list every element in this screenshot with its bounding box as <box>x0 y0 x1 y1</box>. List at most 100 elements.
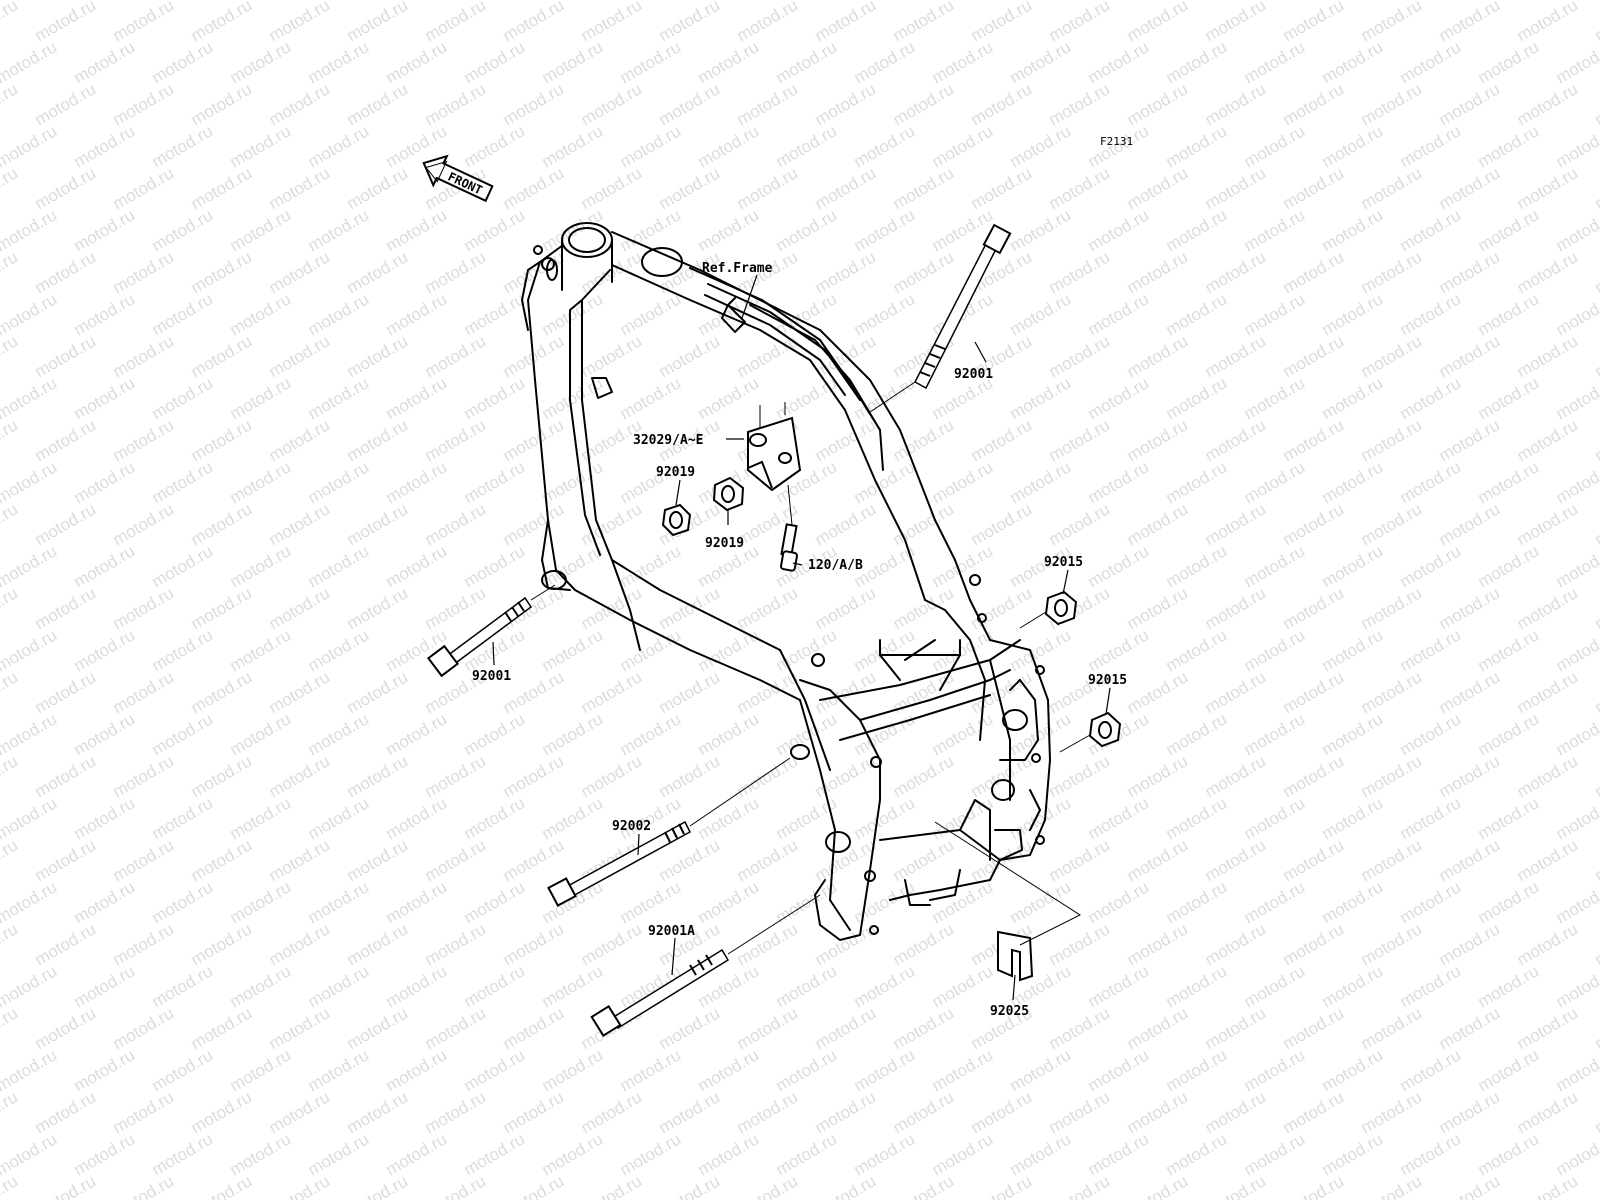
watermark-text: motod.ru <box>812 163 880 213</box>
watermark-text: motod.ru <box>266 499 334 549</box>
watermark-text: motod.ru <box>1358 79 1426 129</box>
watermark-text: motod.ru <box>461 1045 529 1095</box>
watermark-text: motod.ru <box>1241 37 1309 87</box>
watermark-text: motod.ru <box>32 0 100 45</box>
watermark-text: motod.ru <box>422 79 490 129</box>
watermark-text: motod.ru <box>305 709 373 759</box>
watermark-text: motod.ru <box>461 793 529 843</box>
watermark-text: motod.ru <box>578 0 646 45</box>
watermark-text: motod.ru <box>71 709 139 759</box>
watermark-text: motod.ru <box>968 1087 1036 1137</box>
watermark-text: motod.ru <box>188 163 256 213</box>
watermark-text: motod.ru <box>383 457 451 507</box>
watermark-text: motod.ru <box>71 877 139 927</box>
watermark-text: motod.ru <box>1436 79 1504 129</box>
watermark-text: motod.ru <box>32 1087 100 1137</box>
watermark-text: motod.ru <box>617 1129 685 1179</box>
watermark-text: motod.ru <box>1358 1087 1426 1137</box>
watermark-text: motod.ru <box>1553 1129 1600 1179</box>
watermark-text: motod.ru <box>500 1171 568 1200</box>
watermark-text: motod.ru <box>617 121 685 171</box>
watermark-text: motod.ru <box>344 919 412 969</box>
watermark-text: motod.ru <box>1046 499 1114 549</box>
watermark-text: motod.ru <box>71 961 139 1011</box>
watermark-text: motod.ru <box>227 205 295 255</box>
watermark-text: motod.ru <box>1436 247 1504 297</box>
watermark-text: motod.ru <box>0 667 21 717</box>
watermark-text: motod.ru <box>890 415 958 465</box>
watermark-text: motod.ru <box>656 79 724 129</box>
watermark-text: motod.ru <box>1046 79 1114 129</box>
watermark-text: motod.ru <box>71 541 139 591</box>
watermark-text: motod.ru <box>773 373 841 423</box>
watermark-text: motod.ru <box>1085 205 1153 255</box>
watermark-text: motod.ru <box>1358 415 1426 465</box>
watermark-text: motod.ru <box>227 961 295 1011</box>
watermark-text: motod.ru <box>188 79 256 129</box>
watermark-text: motod.ru <box>149 373 217 423</box>
watermark-text: motod.ru <box>1514 667 1582 717</box>
watermark-text: motod.ru <box>32 667 100 717</box>
watermark-text: motod.ru <box>1553 289 1600 339</box>
watermark-text: motod.ru <box>1007 1129 1075 1179</box>
watermark-text: motod.ru <box>578 1087 646 1137</box>
watermark-text: motod.ru <box>383 877 451 927</box>
watermark-text: motod.ru <box>344 247 412 297</box>
watermark-text: motod.ru <box>1397 205 1465 255</box>
watermark-text: motod.ru <box>773 121 841 171</box>
watermark-text: motod.ru <box>1163 121 1231 171</box>
watermark-text: motod.ru <box>734 1171 802 1200</box>
watermark-text: motod.ru <box>266 919 334 969</box>
watermark-text: motod.ru <box>1124 331 1192 381</box>
watermark-text: motod.ru <box>734 667 802 717</box>
watermark-text: motod.ru <box>71 1045 139 1095</box>
watermark-text: motod.ru <box>1475 121 1543 171</box>
watermark-text: motod.ru <box>227 373 295 423</box>
watermark-text: motod.ru <box>344 1003 412 1053</box>
watermark-text: motod.ru <box>0 835 21 885</box>
watermark-text: motod.ru <box>539 289 607 339</box>
watermark-text: motod.ru <box>344 499 412 549</box>
watermark-text: motod.ru <box>500 163 568 213</box>
watermark-text: motod.ru <box>773 205 841 255</box>
watermark-text: motod.ru <box>110 0 178 45</box>
watermark-text: motod.ru <box>188 1087 256 1137</box>
label-ref-frame: Ref.Frame <box>702 261 773 276</box>
watermark-text: motod.ru <box>1124 919 1192 969</box>
watermark-text: motod.ru <box>1436 1171 1504 1200</box>
watermark-text: motod.ru <box>1475 961 1543 1011</box>
watermark-text: motod.ru <box>1514 1171 1582 1200</box>
watermark-text: motod.ru <box>305 457 373 507</box>
watermark-text: motod.ru <box>1163 289 1231 339</box>
watermark-text: motod.ru <box>1475 541 1543 591</box>
watermark-text: motod.ru <box>1202 331 1270 381</box>
watermark-text: motod.ru <box>0 1087 21 1137</box>
watermark-text: motod.ru <box>1007 709 1075 759</box>
watermark-text: motod.ru <box>500 1087 568 1137</box>
watermark-text: motod.ru <box>929 457 997 507</box>
watermark-text: motod.ru <box>305 37 373 87</box>
watermark-text: motod.ru <box>890 163 958 213</box>
watermark-text: motod.ru <box>227 1129 295 1179</box>
watermark-text: motod.ru <box>422 751 490 801</box>
watermark-text: motod.ru <box>812 0 880 45</box>
watermark-text: motod.ru <box>1280 1171 1348 1200</box>
watermark-text: motod.ru <box>500 751 568 801</box>
label-92001-left: 92001 <box>472 669 511 684</box>
watermark-text: motod.ru <box>149 793 217 843</box>
watermark-text: motod.ru <box>929 793 997 843</box>
watermark-text: motod.ru <box>1514 0 1582 45</box>
watermark-text: motod.ru <box>500 415 568 465</box>
label-92001-top: 92001 <box>954 367 993 382</box>
watermark-text: motod.ru <box>305 625 373 675</box>
watermark-text: motod.ru <box>1163 709 1231 759</box>
watermark-text: motod.ru <box>110 163 178 213</box>
watermark-text: motod.ru <box>422 1087 490 1137</box>
label-92002: 92002 <box>612 819 651 834</box>
watermark-text: motod.ru <box>188 331 256 381</box>
watermark-text: motod.ru <box>617 289 685 339</box>
watermark-text: motod.ru <box>929 541 997 591</box>
watermark-text: motod.ru <box>32 79 100 129</box>
watermark-text: motod.ru <box>1007 37 1075 87</box>
watermark-text: motod.ru <box>188 751 256 801</box>
